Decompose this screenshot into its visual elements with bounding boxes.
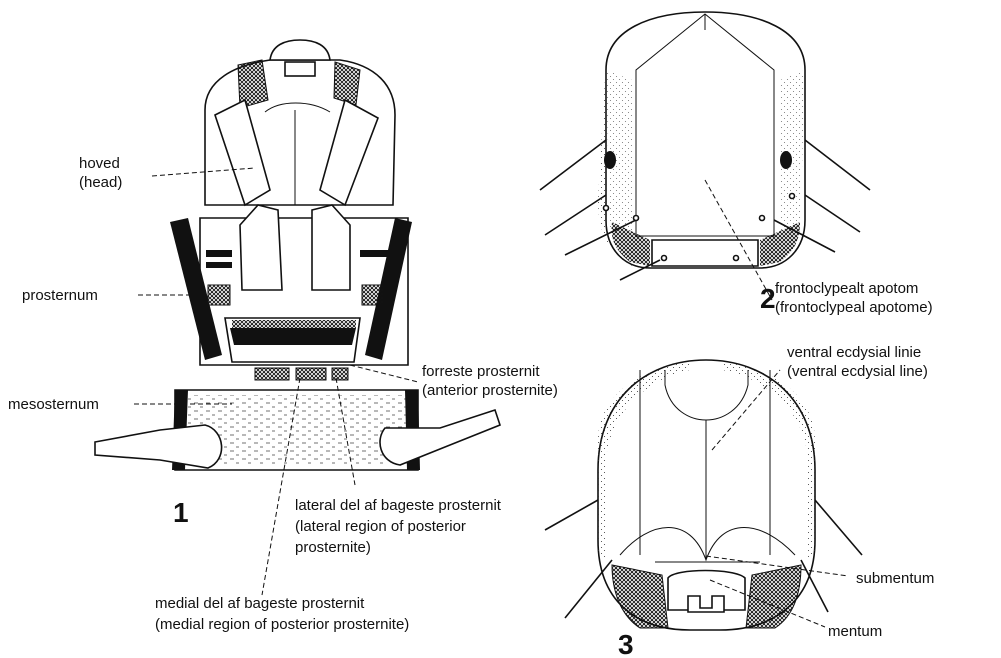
- mentum-mark: [668, 571, 745, 611]
- figure-3-drawing: [545, 360, 862, 630]
- figure-1-drawing: [95, 40, 500, 470]
- left-midleg: [95, 425, 222, 468]
- label-head-da: hoved: [79, 155, 120, 172]
- label-anterior-prosternite-da: forreste prosternit: [422, 363, 540, 380]
- figure-number-1: 1: [173, 497, 189, 528]
- figure-number-3: 3: [618, 629, 634, 658]
- label-mentum: mentum: [828, 623, 882, 640]
- label-medial-posterior-en: (medial region of posterior prosternite): [155, 616, 409, 633]
- figure-2-drawing: [540, 12, 870, 280]
- label-lateral-posterior-en-1: (lateral region of posterior: [295, 518, 466, 535]
- label-mesosternum: mesosternum: [8, 396, 99, 413]
- label-prosternum: prosternum: [22, 287, 98, 304]
- label-head-en: (head): [79, 174, 122, 191]
- right-coxa: [312, 205, 350, 290]
- mouthparts: [270, 40, 330, 60]
- medial-posterior-prosternite: [296, 368, 326, 380]
- left-coxa: [240, 205, 282, 290]
- labrum: [652, 240, 758, 266]
- leader-anterior-prosternite: [350, 365, 418, 382]
- label-ventral-ecdysial-da: ventral ecdysial linie: [787, 344, 921, 361]
- label-medial-posterior-da: medial del af bageste prosternit: [155, 595, 365, 612]
- label-frontoclypeal-en: (frontoclypeal apotome): [775, 299, 933, 316]
- label-frontoclypeal-da: frontoclypealt apotom: [775, 280, 918, 297]
- label-lateral-posterior-en-2: prosternite): [295, 539, 371, 556]
- label-ventral-ecdysial-en: (ventral ecdysial line): [787, 363, 928, 380]
- figure-number-2: 2: [760, 283, 776, 314]
- label-anterior-prosternite-en: (anterior prosternite): [422, 382, 558, 399]
- lateral-posterior-prosternite: [255, 368, 289, 380]
- label-lateral-posterior-da: lateral del af bageste prosternit: [295, 497, 502, 514]
- right-eye: [780, 151, 792, 169]
- left-eye: [604, 151, 616, 169]
- label-submentum: submentum: [856, 570, 934, 587]
